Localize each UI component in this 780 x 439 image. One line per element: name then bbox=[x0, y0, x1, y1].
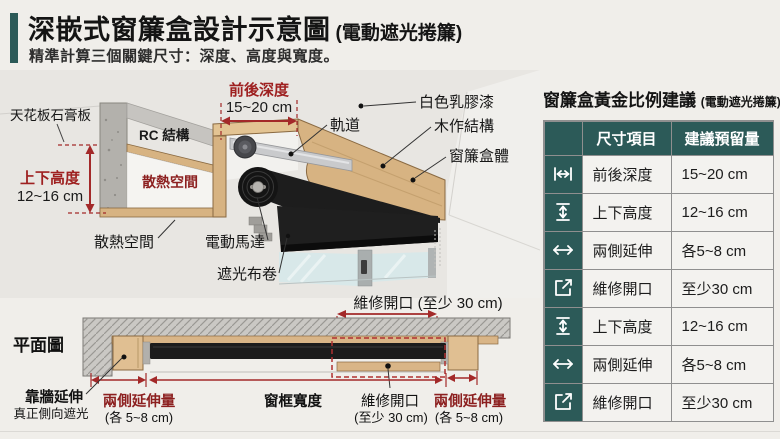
plan-title: 平面圖 bbox=[13, 336, 64, 355]
wall-extend-label: 靠牆延伸 bbox=[25, 388, 83, 406]
maintenance-opening-label: 維修開口 (至少 30 cm) bbox=[353, 295, 502, 312]
header-value: 建議預留量 bbox=[670, 120, 774, 156]
depth-label: 前後深度 bbox=[229, 81, 290, 99]
heat-space-inner-label: 散熱空間 bbox=[142, 174, 198, 190]
page-title: 深嵌式窗簾盒設計示意圖(電動遮光捲簾) bbox=[28, 8, 462, 47]
white-paint-label: 白色乳膠漆 bbox=[419, 94, 494, 111]
row-item: 兩側延伸 bbox=[581, 344, 672, 384]
rc-structure-label: RC 結構 bbox=[139, 127, 190, 143]
row-value: 各5~8 cm bbox=[670, 230, 774, 270]
ratio-table: 尺寸項目 建議預留量 前後深度 15~20 cm 上下高度 12~16 cm 兩… bbox=[543, 120, 774, 422]
table-header-row: 尺寸項目 建議預留量 bbox=[543, 120, 774, 156]
fabric-roll-label: 遮光布卷 bbox=[217, 266, 277, 283]
wood-structure-label: 木作結構 bbox=[434, 118, 494, 135]
window-glass bbox=[278, 228, 441, 287]
row-item: 維修開口 bbox=[581, 382, 672, 422]
panel-title: 窗簾盒黃金比例建議 (電動遮光捲簾) bbox=[543, 86, 780, 111]
bottom-sill bbox=[99, 207, 214, 218]
row-value: 各5~8 cm bbox=[670, 344, 774, 384]
plan-roller-bar bbox=[150, 343, 446, 359]
height-icon bbox=[556, 203, 570, 221]
side-extend-right-value: (各 5~8 cm) bbox=[435, 410, 503, 425]
table-row: 兩側延伸 各5~8 cm bbox=[543, 344, 774, 384]
depth-value: 15~20 cm bbox=[226, 99, 292, 116]
curtain-box-body-label: 窗簾盒體 bbox=[449, 147, 509, 165]
panel-title-suffix: (電動遮光捲簾) bbox=[700, 95, 780, 109]
window-handle bbox=[361, 260, 367, 274]
row-value: 12~16 cm bbox=[670, 306, 774, 346]
height-label: 上下高度 bbox=[20, 169, 81, 187]
plan-dimensions bbox=[90, 371, 478, 387]
plan-box-top-board bbox=[111, 335, 499, 345]
page-title-text: 深嵌式窗簾盒設計示意圖 bbox=[28, 15, 331, 45]
page-subtitle: 精準計算三個關鍵尺寸：深度、高度與寬度。 bbox=[29, 48, 340, 65]
ceiling-board-label: 天花板石膏板 bbox=[10, 107, 91, 123]
row-value: 15~20 cm bbox=[670, 154, 774, 194]
row-value: 12~16 cm bbox=[670, 192, 774, 232]
row-value: 至少30 cm bbox=[670, 268, 774, 308]
header-item: 尺寸項目 bbox=[581, 120, 672, 156]
wall-extend-sub-label: 真正側向遮光 bbox=[13, 406, 88, 421]
plan-maintenance-value: (至少 30 cm) bbox=[354, 410, 428, 425]
height-value: 12~16 cm bbox=[17, 188, 83, 205]
plan-left-bracket bbox=[142, 341, 151, 365]
curtain-box-diagram: 前後深度 15~20 cm 上下高度 12~16 cm 天花板石膏板 RC 結構… bbox=[0, 70, 540, 425]
height-dimension bbox=[58, 144, 106, 214]
table-row: 前後深度 15~20 cm bbox=[543, 154, 774, 194]
box-left-board bbox=[212, 135, 227, 218]
track-label: 軌道 bbox=[330, 117, 360, 134]
panel-title-text: 窗簾盒黃金比例建議 bbox=[543, 91, 696, 110]
motor-label: 電動馬達 bbox=[205, 234, 265, 251]
table-row: 維修開口 至少30 cm bbox=[543, 268, 774, 308]
plan-maintenance-label: 維修開口 bbox=[361, 393, 419, 410]
table-row: 上下高度 12~16 cm bbox=[543, 192, 774, 232]
row-item: 維修開口 bbox=[581, 268, 672, 308]
side-extend-right-label: 兩側延伸量 bbox=[434, 392, 507, 410]
extend-icon bbox=[553, 359, 573, 369]
row-item: 上下高度 bbox=[581, 192, 672, 232]
header-icon-cell bbox=[543, 120, 583, 156]
extend-icon bbox=[553, 245, 573, 255]
opening-icon bbox=[555, 279, 572, 296]
window-width-label: 窗框寬度 bbox=[264, 392, 322, 410]
row-item: 上下高度 bbox=[581, 306, 672, 346]
title-accent-bar bbox=[10, 13, 18, 63]
opening-icon bbox=[555, 393, 572, 410]
page-title-suffix: (電動遮光捲簾) bbox=[335, 23, 463, 44]
side-extend-left-label: 兩側延伸量 bbox=[103, 392, 176, 410]
side-extend-left-value: (各 5~8 cm) bbox=[105, 410, 173, 425]
depth-dimension bbox=[220, 100, 298, 140]
table-row: 兩側延伸 各5~8 cm bbox=[543, 230, 774, 270]
fabric-weight-bar bbox=[281, 235, 438, 252]
roll-pin bbox=[252, 181, 264, 193]
motor-bracket bbox=[248, 216, 263, 226]
row-value: 至少30 cm bbox=[670, 382, 774, 422]
plan-right-box bbox=[447, 335, 479, 371]
row-item: 兩側延伸 bbox=[581, 230, 672, 270]
table-row: 上下高度 12~16 cm bbox=[543, 306, 774, 346]
heat-space-label: 散熱空間 bbox=[94, 234, 154, 251]
height-icon bbox=[556, 317, 570, 335]
concrete-column bbox=[99, 102, 128, 217]
depth-icon bbox=[554, 167, 572, 181]
ratio-recommendation-panel: 窗簾盒黃金比例建議 (電動遮光捲簾) 尺寸項目 建議預留量 前後深度 15~20… bbox=[543, 86, 780, 422]
bottom-divider bbox=[0, 431, 780, 432]
row-item: 前後深度 bbox=[581, 154, 672, 194]
table-row: 維修開口 至少30 cm bbox=[543, 382, 774, 422]
